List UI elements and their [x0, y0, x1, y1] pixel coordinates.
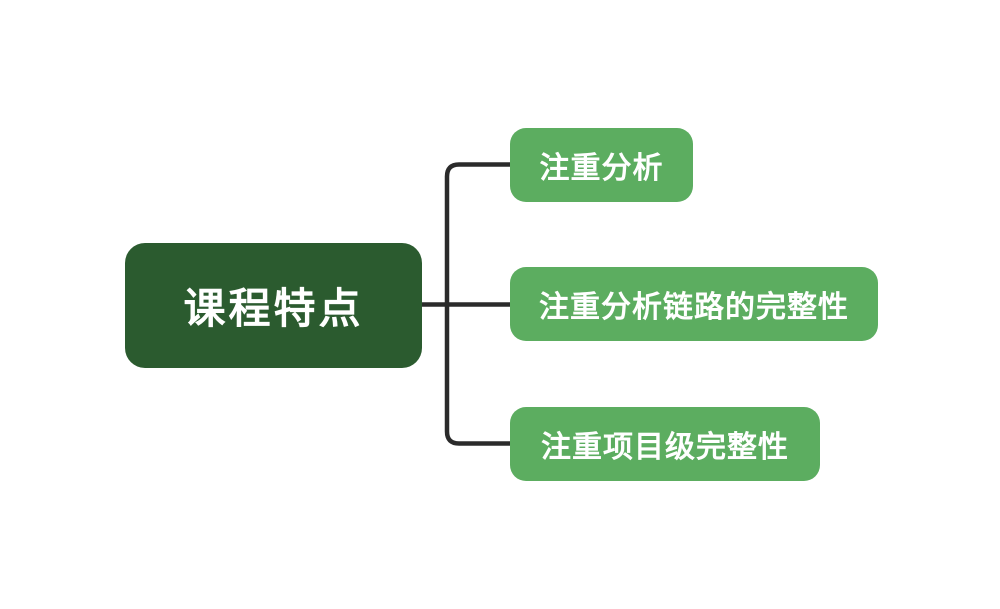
branch-node-3[interactable]: 注重项目级完整性 — [510, 407, 820, 481]
root-node[interactable]: 课程特点 — [125, 243, 422, 368]
branch-node-1[interactable]: 注重分析 — [510, 128, 693, 202]
branch-node-2[interactable]: 注重分析链路的完整性 — [510, 267, 878, 341]
branch-node-1-label: 注重分析 — [539, 152, 664, 185]
root-node-label: 课程特点 — [183, 285, 364, 332]
branch-node-3-label: 注重项目级完整性 — [541, 431, 789, 464]
branch-node-2-label: 注重分析链路的完整性 — [539, 291, 849, 324]
connector-bracket — [444, 162, 513, 446]
